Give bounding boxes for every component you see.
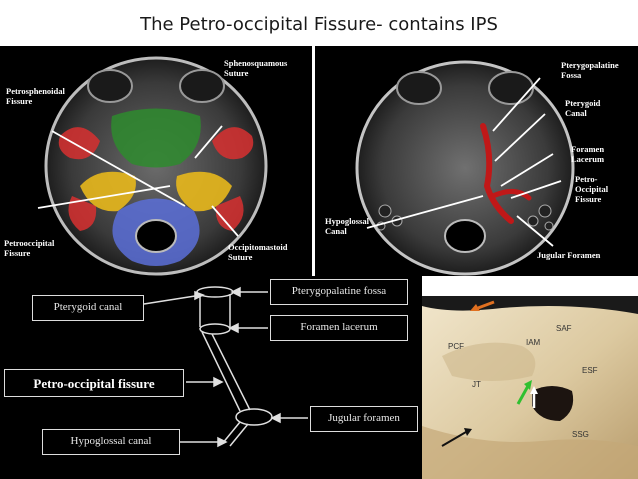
pointer-petrooccipital bbox=[37, 185, 171, 209]
schematic-diagram-panel: Pterygopalatine fossa Pterygoid canal Fo… bbox=[0, 276, 422, 479]
box-pterygopalatine-fossa: Pterygopalatine fossa bbox=[270, 279, 408, 305]
ct-scan-left-panel: Petrosphenoidal Fissure Sphenosquamous S… bbox=[0, 46, 312, 276]
orange-arrow-icon bbox=[477, 300, 495, 310]
label-hypoglossal-canal: Hypoglossal Canal bbox=[325, 216, 369, 236]
box-jugular-foramen: Jugular foramen bbox=[310, 406, 418, 432]
label-jugular-foramen: Jugular Foramen bbox=[537, 250, 601, 260]
foramen-magnum bbox=[135, 219, 177, 253]
pointer-petro-occipital bbox=[510, 180, 562, 199]
box-pterygoid-canal: Pterygoid canal bbox=[32, 295, 144, 321]
label-esf: ESF bbox=[582, 366, 598, 375]
temporal-region-left-red bbox=[58, 127, 100, 160]
pointer-hypoglossal bbox=[366, 195, 484, 229]
schematic-diagram bbox=[143, 286, 308, 448]
label-petro-occipital-fissure: Petro- Occipital Fissure bbox=[575, 174, 609, 204]
temporal-region-right-red bbox=[212, 127, 254, 160]
skull-photo bbox=[422, 296, 638, 479]
label-occipitomastoid-suture: Occipitomastoid Suture bbox=[228, 242, 288, 262]
petrous-region-right-yellow bbox=[176, 171, 232, 212]
label-sphenosquamous-suture: Sphenosquamous Suture bbox=[224, 58, 288, 78]
petrous-region-left-yellow bbox=[80, 171, 136, 212]
label-iam: IAM bbox=[526, 338, 541, 347]
label-petrooccipital-fissure: Petrooccipital Fissure bbox=[4, 238, 55, 258]
slide-title: The Petro-occipital Fissure- contains IP… bbox=[140, 14, 498, 35]
sphenoid-region-green bbox=[111, 108, 201, 168]
ct-scan-left-image bbox=[37, 56, 268, 276]
pointer-foramen-lacerum bbox=[500, 153, 554, 187]
label-jt: JT bbox=[472, 380, 481, 389]
label-saf: SAF bbox=[556, 324, 572, 333]
label-pterygopalatine-fossa: Pterygopalatine Fossa bbox=[561, 60, 619, 80]
pointer-pterygoid bbox=[494, 113, 546, 162]
pointer-jugular bbox=[516, 215, 554, 247]
pointer-sphenosquamous bbox=[194, 125, 223, 159]
label-ssg: SSG bbox=[572, 430, 589, 439]
skull-photo-panel: SAF IAM PCF ESF JT SSG bbox=[422, 296, 638, 479]
label-pterygoid-canal: Pterygoid Canal bbox=[565, 98, 601, 118]
label-foramen-lacerum: Foramen Lacerum bbox=[571, 144, 605, 164]
ct-scan-right-panel: Pterygopalatine Fossa Pterygoid Canal Fo… bbox=[315, 46, 638, 276]
box-hypoglossal-canal: Hypoglossal canal bbox=[42, 429, 180, 455]
black-arrow-icon bbox=[441, 431, 467, 447]
fissure-highlight-red bbox=[480, 123, 514, 224]
pointer-pterygopalatine bbox=[492, 77, 541, 132]
pointer-occipitomastoid bbox=[211, 205, 239, 237]
jugular-foramen-opening bbox=[532, 386, 574, 421]
label-petrosphenoidal-fissure: Petrosphenoidal Fissure bbox=[6, 86, 65, 106]
pointer-petrosphenoidal bbox=[51, 130, 186, 207]
ct-scan-right-image bbox=[355, 60, 575, 276]
green-arrow-icon bbox=[516, 385, 530, 405]
box-petro-occipital-fissure: Petro-occipital fissure bbox=[4, 369, 184, 397]
box-foramen-lacerum: Foramen lacerum bbox=[270, 315, 408, 341]
label-pcf: PCF bbox=[448, 342, 464, 351]
